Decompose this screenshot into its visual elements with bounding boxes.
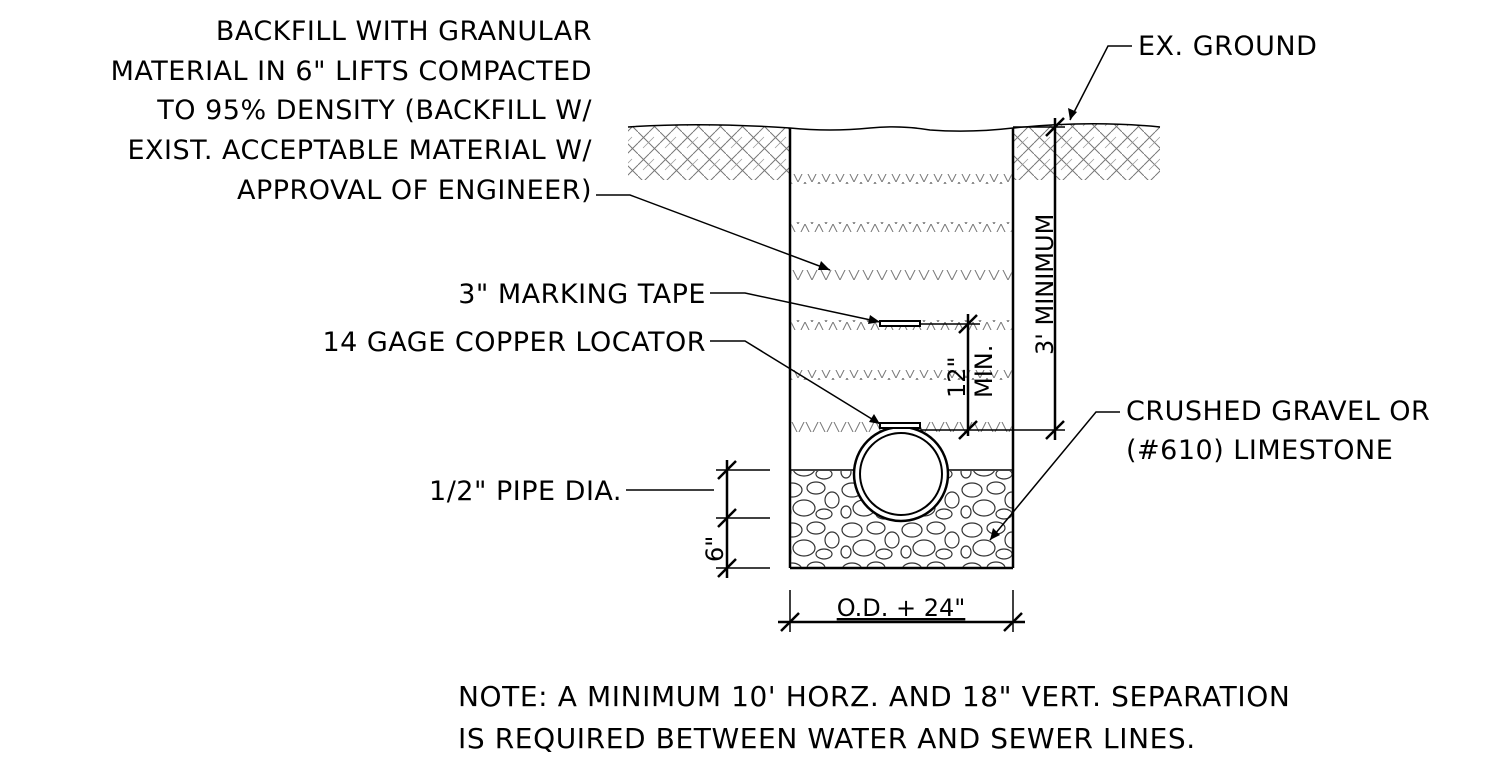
tape-spacing-label: 12" bbox=[943, 356, 971, 398]
dim-min-cover bbox=[920, 117, 1065, 440]
note-line-1: NOTE: A MINIMUM 10' HORZ. AND 18" VERT. … bbox=[458, 680, 1290, 713]
backfill-line-5: APPROVAL OF ENGINEER) bbox=[237, 175, 592, 206]
copper-locator bbox=[879, 422, 921, 429]
tape-spacing-min-label: MIN. bbox=[970, 345, 998, 398]
backfill-line-1: BACKFILL WITH GRANULAR bbox=[216, 16, 592, 47]
crushed-gravel-line-2: (#610) LIMESTONE bbox=[1126, 435, 1393, 466]
crushed-gravel-callout: CRUSHED GRAVEL OR (#610) LIMESTONE bbox=[1126, 396, 1430, 466]
separation-note: NOTE: A MINIMUM 10' HORZ. AND 18" VERT. … bbox=[458, 680, 1290, 755]
trench-walls bbox=[788, 128, 1015, 570]
backfill-line-4: EXIST. ACCEPTABLE MATERIAL W/ bbox=[127, 135, 592, 166]
leaders bbox=[596, 45, 1132, 541]
copper-locator-label: 14 GAGE COPPER LOCATOR bbox=[322, 327, 706, 358]
ex-ground-label: EX. GROUND bbox=[1138, 31, 1317, 62]
dim-tape-spacing bbox=[920, 314, 980, 440]
pipe-dia-label: 1/2" PIPE DIA. bbox=[429, 476, 622, 507]
backfill-callout: BACKFILL WITH GRANULAR MATERIAL IN 6" LI… bbox=[111, 16, 592, 206]
backfill-line-2: MATERIAL IN 6" LIFTS COMPACTED bbox=[111, 56, 592, 87]
backfill-line-3: TO 95% DENSITY (BACKFILL W/ bbox=[156, 95, 592, 126]
note-line-2: IS REQUIRED BETWEEN WATER AND SEWER LINE… bbox=[458, 722, 1196, 755]
dim-trench-width bbox=[778, 590, 1025, 632]
crushed-gravel-line-1: CRUSHED GRAVEL OR bbox=[1126, 396, 1430, 427]
dim-bedding bbox=[716, 460, 770, 578]
bedding-label: 6" bbox=[701, 536, 729, 562]
trench-width-label: O.D. + 24" bbox=[837, 594, 966, 622]
pipe bbox=[852, 425, 950, 523]
marking-tape bbox=[879, 320, 921, 327]
min-cover-label: 3' MINIMUM bbox=[1031, 214, 1059, 355]
existing-ground-hatch bbox=[628, 123, 1160, 180]
marking-tape-label: 3" MARKING TAPE bbox=[458, 279, 706, 310]
